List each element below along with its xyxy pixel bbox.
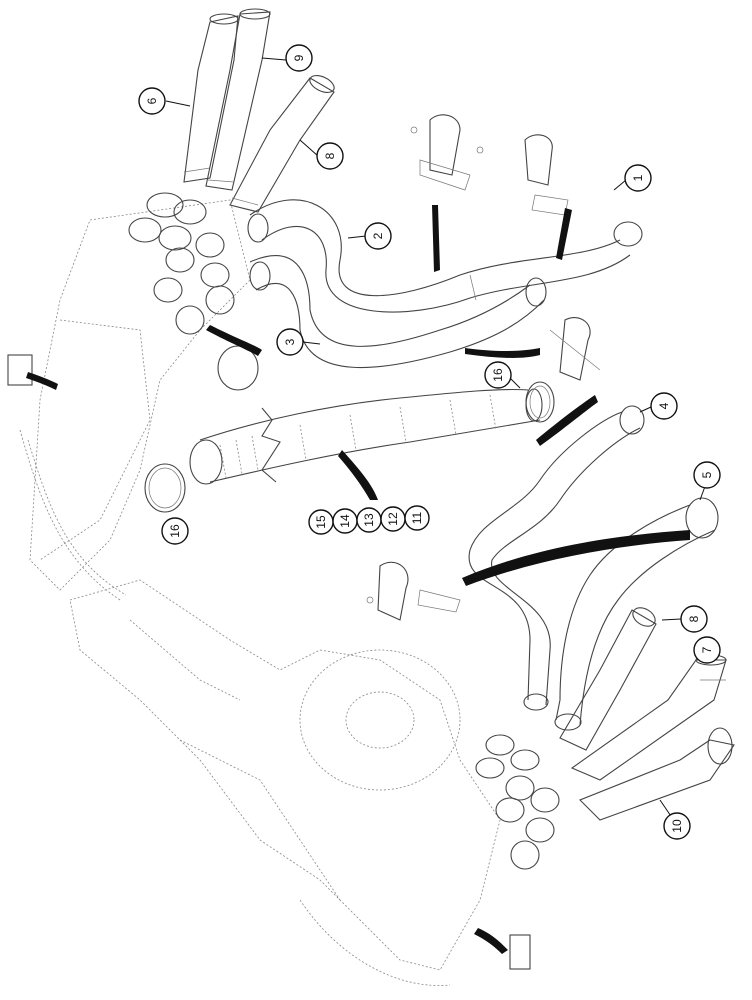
callout-15: 15 [308, 509, 334, 535]
clamp-bracket-lower [366, 561, 461, 621]
callout-2: 2 [364, 222, 392, 250]
callout-12: 12 [380, 506, 406, 532]
callout-7: 7 [693, 636, 721, 664]
hose-clamp-16-right [525, 381, 555, 423]
callout-9: 9 [285, 44, 313, 72]
tube-7 [570, 654, 727, 781]
clamp-bracket-upper-right [524, 134, 569, 216]
tube-6 [183, 13, 239, 183]
callout-1: 1 [624, 164, 652, 192]
callout-label: 8 [687, 615, 701, 622]
callout-label: 2 [371, 232, 385, 239]
callout-5: 5 [693, 461, 721, 489]
hose-4 [468, 405, 645, 711]
callout-label: 3 [283, 338, 297, 345]
clamp-bracket-mid [549, 317, 601, 381]
callout-label: 1 [631, 174, 645, 181]
callout-label: 12 [386, 512, 400, 526]
callout-label: 4 [657, 402, 671, 409]
callout-13: 13 [356, 507, 382, 533]
callout-label: 15 [314, 515, 328, 529]
hose-5 [554, 497, 719, 731]
pointer-wedges [26, 205, 690, 954]
callout-8-lower: 8 [680, 605, 708, 633]
callout-14: 14 [332, 508, 358, 534]
plenum-lower [69, 579, 560, 986]
flex-duct [189, 388, 543, 485]
callout-8-upper: 8 [316, 142, 344, 170]
callout-label: 14 [338, 514, 352, 528]
callout-6: 6 [138, 87, 166, 115]
callout-label: 11 [410, 511, 424, 524]
callout-4: 4 [650, 392, 678, 420]
callout-label: 16 [491, 368, 505, 382]
manifold-upper [7, 192, 259, 601]
callout-label: 13 [362, 513, 376, 527]
hose-3 [249, 255, 547, 369]
callout-10: 10 [663, 812, 691, 840]
callout-16-left: 16 [161, 517, 189, 545]
callout-label: 8 [323, 152, 337, 159]
tube-9 [205, 8, 271, 191]
callout-label: 16 [168, 524, 182, 538]
callout-label: 6 [145, 97, 159, 104]
tube-10 [579, 727, 735, 821]
hose-2 [247, 199, 643, 313]
tube-8-lower [559, 607, 657, 751]
clamp-bracket-upper-left [410, 114, 484, 191]
hose-clamp-16-left [144, 463, 186, 513]
callout-label: 5 [700, 471, 714, 478]
callout-16-right: 16 [484, 361, 512, 389]
callout-3: 3 [276, 328, 304, 356]
callout-label: 10 [670, 819, 684, 833]
callout-label: 9 [292, 54, 306, 61]
callout-11: 11 [404, 505, 430, 531]
callout-label: 7 [700, 646, 714, 653]
tube-8-upper [229, 75, 335, 213]
